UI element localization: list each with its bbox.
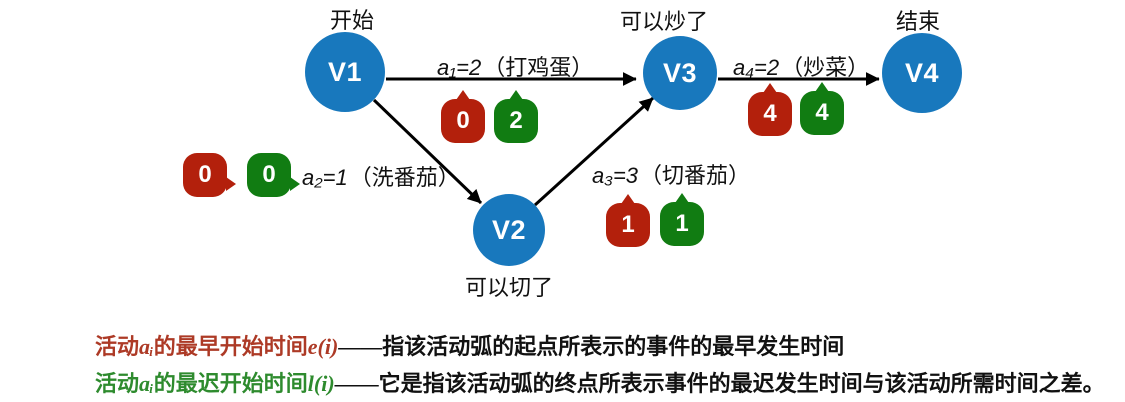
edge-a4-activity-name: （炒菜） xyxy=(781,55,870,80)
legend1-mid: 的最早开始时间 xyxy=(153,334,308,359)
badge-tail-up-icon xyxy=(456,90,470,100)
latest-start-value-a1: 2 xyxy=(509,107,523,134)
latest-definition-text: ——它是指该活动弧的终点所表示事件的最迟发生时间与该活动所需时间之差。 xyxy=(334,371,1105,396)
latest-start-badge-a2: 0 xyxy=(247,153,300,197)
edge-a2-activity-name: （洗番茄） xyxy=(349,165,460,190)
earliest-start-badge-a3: 1 xyxy=(606,194,650,247)
badge-tail-up-icon xyxy=(509,90,523,100)
edge-a1-activity-name: （打鸡蛋） xyxy=(483,55,594,80)
earliest-start-value-a1: 0 xyxy=(456,107,470,134)
latest-start-badge-a3: 1 xyxy=(660,193,704,246)
badge-tail-up-icon xyxy=(675,193,689,203)
legend2-mid: 的最迟开始时间 xyxy=(153,371,308,396)
node-caption-v1: 开始 xyxy=(329,8,375,33)
latest-start-value-a3: 1 xyxy=(675,210,689,237)
edge-a3-activity-name: （切番茄） xyxy=(640,163,751,188)
edge-line-v1-v2 xyxy=(372,98,483,205)
graph-node-v1: V1 xyxy=(305,32,385,112)
legend1-func: e(i) xyxy=(307,334,339,359)
legend2-activity-var: aᵢ xyxy=(139,371,154,396)
earliest-definition-term: 活动aᵢ的最早开始时间e(i) xyxy=(95,334,338,359)
node-caption-v3: 可以炒了 xyxy=(619,9,709,34)
latest-start-badge-a1: 2 xyxy=(494,90,538,143)
graph-node-v3: V3 xyxy=(643,36,717,110)
latest-definition-term: 活动aᵢ的最迟开始时间l(i) xyxy=(95,371,335,396)
earliest-start-badge-a1: 0 xyxy=(441,90,485,143)
edge-a3-expression: a₃=3 xyxy=(592,163,639,188)
latest-start-value-a2: 0 xyxy=(262,161,276,188)
edge-label-a1: a₁=2（打鸡蛋） xyxy=(437,50,593,82)
legend-line-latest: 活动aᵢ的最迟开始时间l(i)——它是指该活动弧的终点所表示事件的最迟发生时间与… xyxy=(95,365,1125,402)
node-caption-v2: 可以切了 xyxy=(464,275,554,300)
graph-node-v2: V2 xyxy=(473,194,545,266)
earliest-start-badge-a2: 0 xyxy=(183,153,236,197)
badge-tail-right-icon xyxy=(226,177,236,191)
edge-label-a2: a₂=1（洗番茄） xyxy=(302,160,460,192)
legend-line-earliest: 活动aᵢ的最早开始时间e(i)——指该活动弧的起点所表示的事件的最早发生时间 xyxy=(95,328,1125,365)
legend: 活动aᵢ的最早开始时间e(i)——指该活动弧的起点所表示的事件的最早发生时间 活… xyxy=(95,328,1125,402)
badge-tail-right-icon xyxy=(290,177,300,191)
earliest-definition-text: ——指该活动弧的起点所表示的事件的最早发生时间 xyxy=(338,334,845,359)
badge-tail-up-icon xyxy=(621,194,635,204)
edge-label-a4: a₄=2（炒菜） xyxy=(733,50,869,82)
edge-a2-expression: a₂=1 xyxy=(302,165,348,190)
edge-arrows-layer xyxy=(372,72,880,207)
legend1-activity-var: aᵢ xyxy=(139,334,154,359)
earliest-start-value-a4: 4 xyxy=(763,100,777,127)
edge-a4-expression: a₄=2 xyxy=(733,55,780,80)
latest-start-value-a4: 4 xyxy=(815,99,829,126)
earliest-start-value-a3: 1 xyxy=(621,211,635,238)
edge-label-a3: a₃=3（切番茄） xyxy=(592,158,750,190)
legend1-prefix: 活动 xyxy=(95,334,140,359)
legend2-prefix: 活动 xyxy=(95,371,140,396)
graph-node-v4: V4 xyxy=(882,33,962,113)
earliest-start-badge-a4: 4 xyxy=(748,83,792,136)
badge-tail-up-icon xyxy=(763,83,777,93)
edge-line-v2-v3 xyxy=(533,96,655,207)
badge-tail-up-icon xyxy=(815,82,829,92)
legend2-func: l(i) xyxy=(307,371,335,396)
edge-a1-expression: a₁=2 xyxy=(437,55,482,80)
node-caption-v4: 结束 xyxy=(895,9,941,34)
earliest-start-value-a2: 0 xyxy=(198,161,212,188)
latest-start-badge-a4: 4 xyxy=(800,82,844,135)
